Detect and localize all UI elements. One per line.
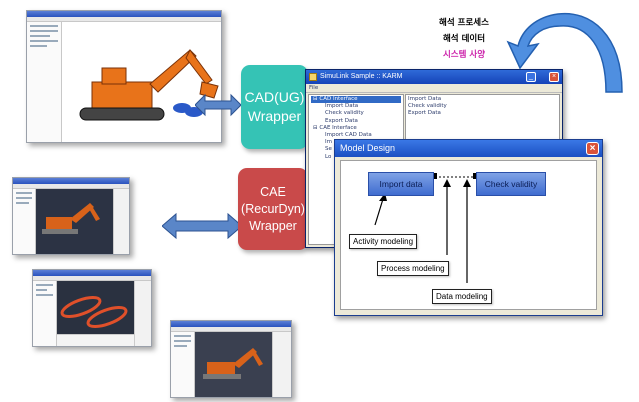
cad-double-arrow <box>195 93 241 117</box>
close-button[interactable]: × <box>586 142 599 155</box>
curved-arrow-icon <box>506 12 623 93</box>
track-model-icon <box>60 296 128 328</box>
minimize-button[interactable]: _ <box>526 72 536 82</box>
connector-lines <box>374 173 477 283</box>
list-item[interactable]: Export Data <box>408 110 441 117</box>
import-data-node[interactable]: Import data <box>368 172 434 196</box>
korean-annotation-line3: 시스템 사양 <box>442 50 486 60</box>
cad-wrapper-line1: CAD(UG) <box>244 89 305 105</box>
tree-item[interactable]: ⊟ CAD Interface <box>311 96 401 104</box>
cae-recurdyn-wrapper-box: CAE (RecurDyn) Wrapper <box>238 168 308 250</box>
cae-wrapper-line2: (RecurDyn) <box>241 201 305 216</box>
activity-modeling-label: Activity modeling <box>349 234 418 249</box>
close-button[interactable]: × <box>549 72 559 82</box>
cae-screenshot-thumbnail-1 <box>12 177 130 255</box>
list-item[interactable]: Import Data <box>408 96 442 102</box>
cae-screenshot-thumbnail-2 <box>32 269 152 347</box>
model-design-window: Model Design × Import data Check validit… <box>334 139 603 316</box>
data-modeling-label: Data modeling <box>432 289 492 304</box>
tree-item[interactable]: Import Data <box>325 103 359 110</box>
cae-screenshot-thumbnail-3 <box>170 320 292 398</box>
cad-ug-wrapper-box: CAD(UG) Wrapper <box>241 65 308 149</box>
model-design-title: Model Design <box>340 143 396 153</box>
tree-item[interactable]: Export Data <box>325 117 358 124</box>
tree-item[interactable]: Import CAD Data <box>325 132 372 139</box>
tree-item[interactable]: Lo <box>325 153 332 160</box>
simulink-window-titlebar: SimuLink Sample :: KARM <box>306 70 562 84</box>
file-menu[interactable]: File <box>309 85 319 91</box>
korean-annotation-line2: 해석 데이터 <box>442 34 486 44</box>
cae-wrapper-line3: Wrapper <box>249 218 297 233</box>
tree-item[interactable]: Check validity <box>325 110 364 117</box>
check-validity-node[interactable]: Check validity <box>476 172 546 196</box>
tree-item[interactable]: Se <box>325 146 332 153</box>
simulink-window-title: SimuLink Sample :: KARM <box>320 73 403 80</box>
process-modeling-label: Process modeling <box>377 261 449 276</box>
model-design-canvas[interactable]: Import data Check validity Activity mode… <box>340 160 597 310</box>
excavator-icon <box>203 348 263 379</box>
cae-double-arrow <box>162 212 242 240</box>
excavator-model-image <box>79 49 219 121</box>
cad-wrapper-line2: Wrapper <box>247 108 302 124</box>
tree-item[interactable]: ⊟ CAE Interface <box>313 124 357 131</box>
model-design-titlebar: Model Design <box>335 140 602 157</box>
excavator-icon <box>79 49 219 121</box>
excavator-icon <box>42 203 101 234</box>
tree-item[interactable]: Im <box>325 139 332 146</box>
cae-wrapper-line1: CAE <box>260 184 286 199</box>
list-item[interactable]: Check validity <box>408 103 447 110</box>
app-icon <box>309 73 317 81</box>
korean-annotation-line1: 해석 프로세스 <box>439 18 489 28</box>
cad-screenshot-thumbnail <box>26 10 222 143</box>
